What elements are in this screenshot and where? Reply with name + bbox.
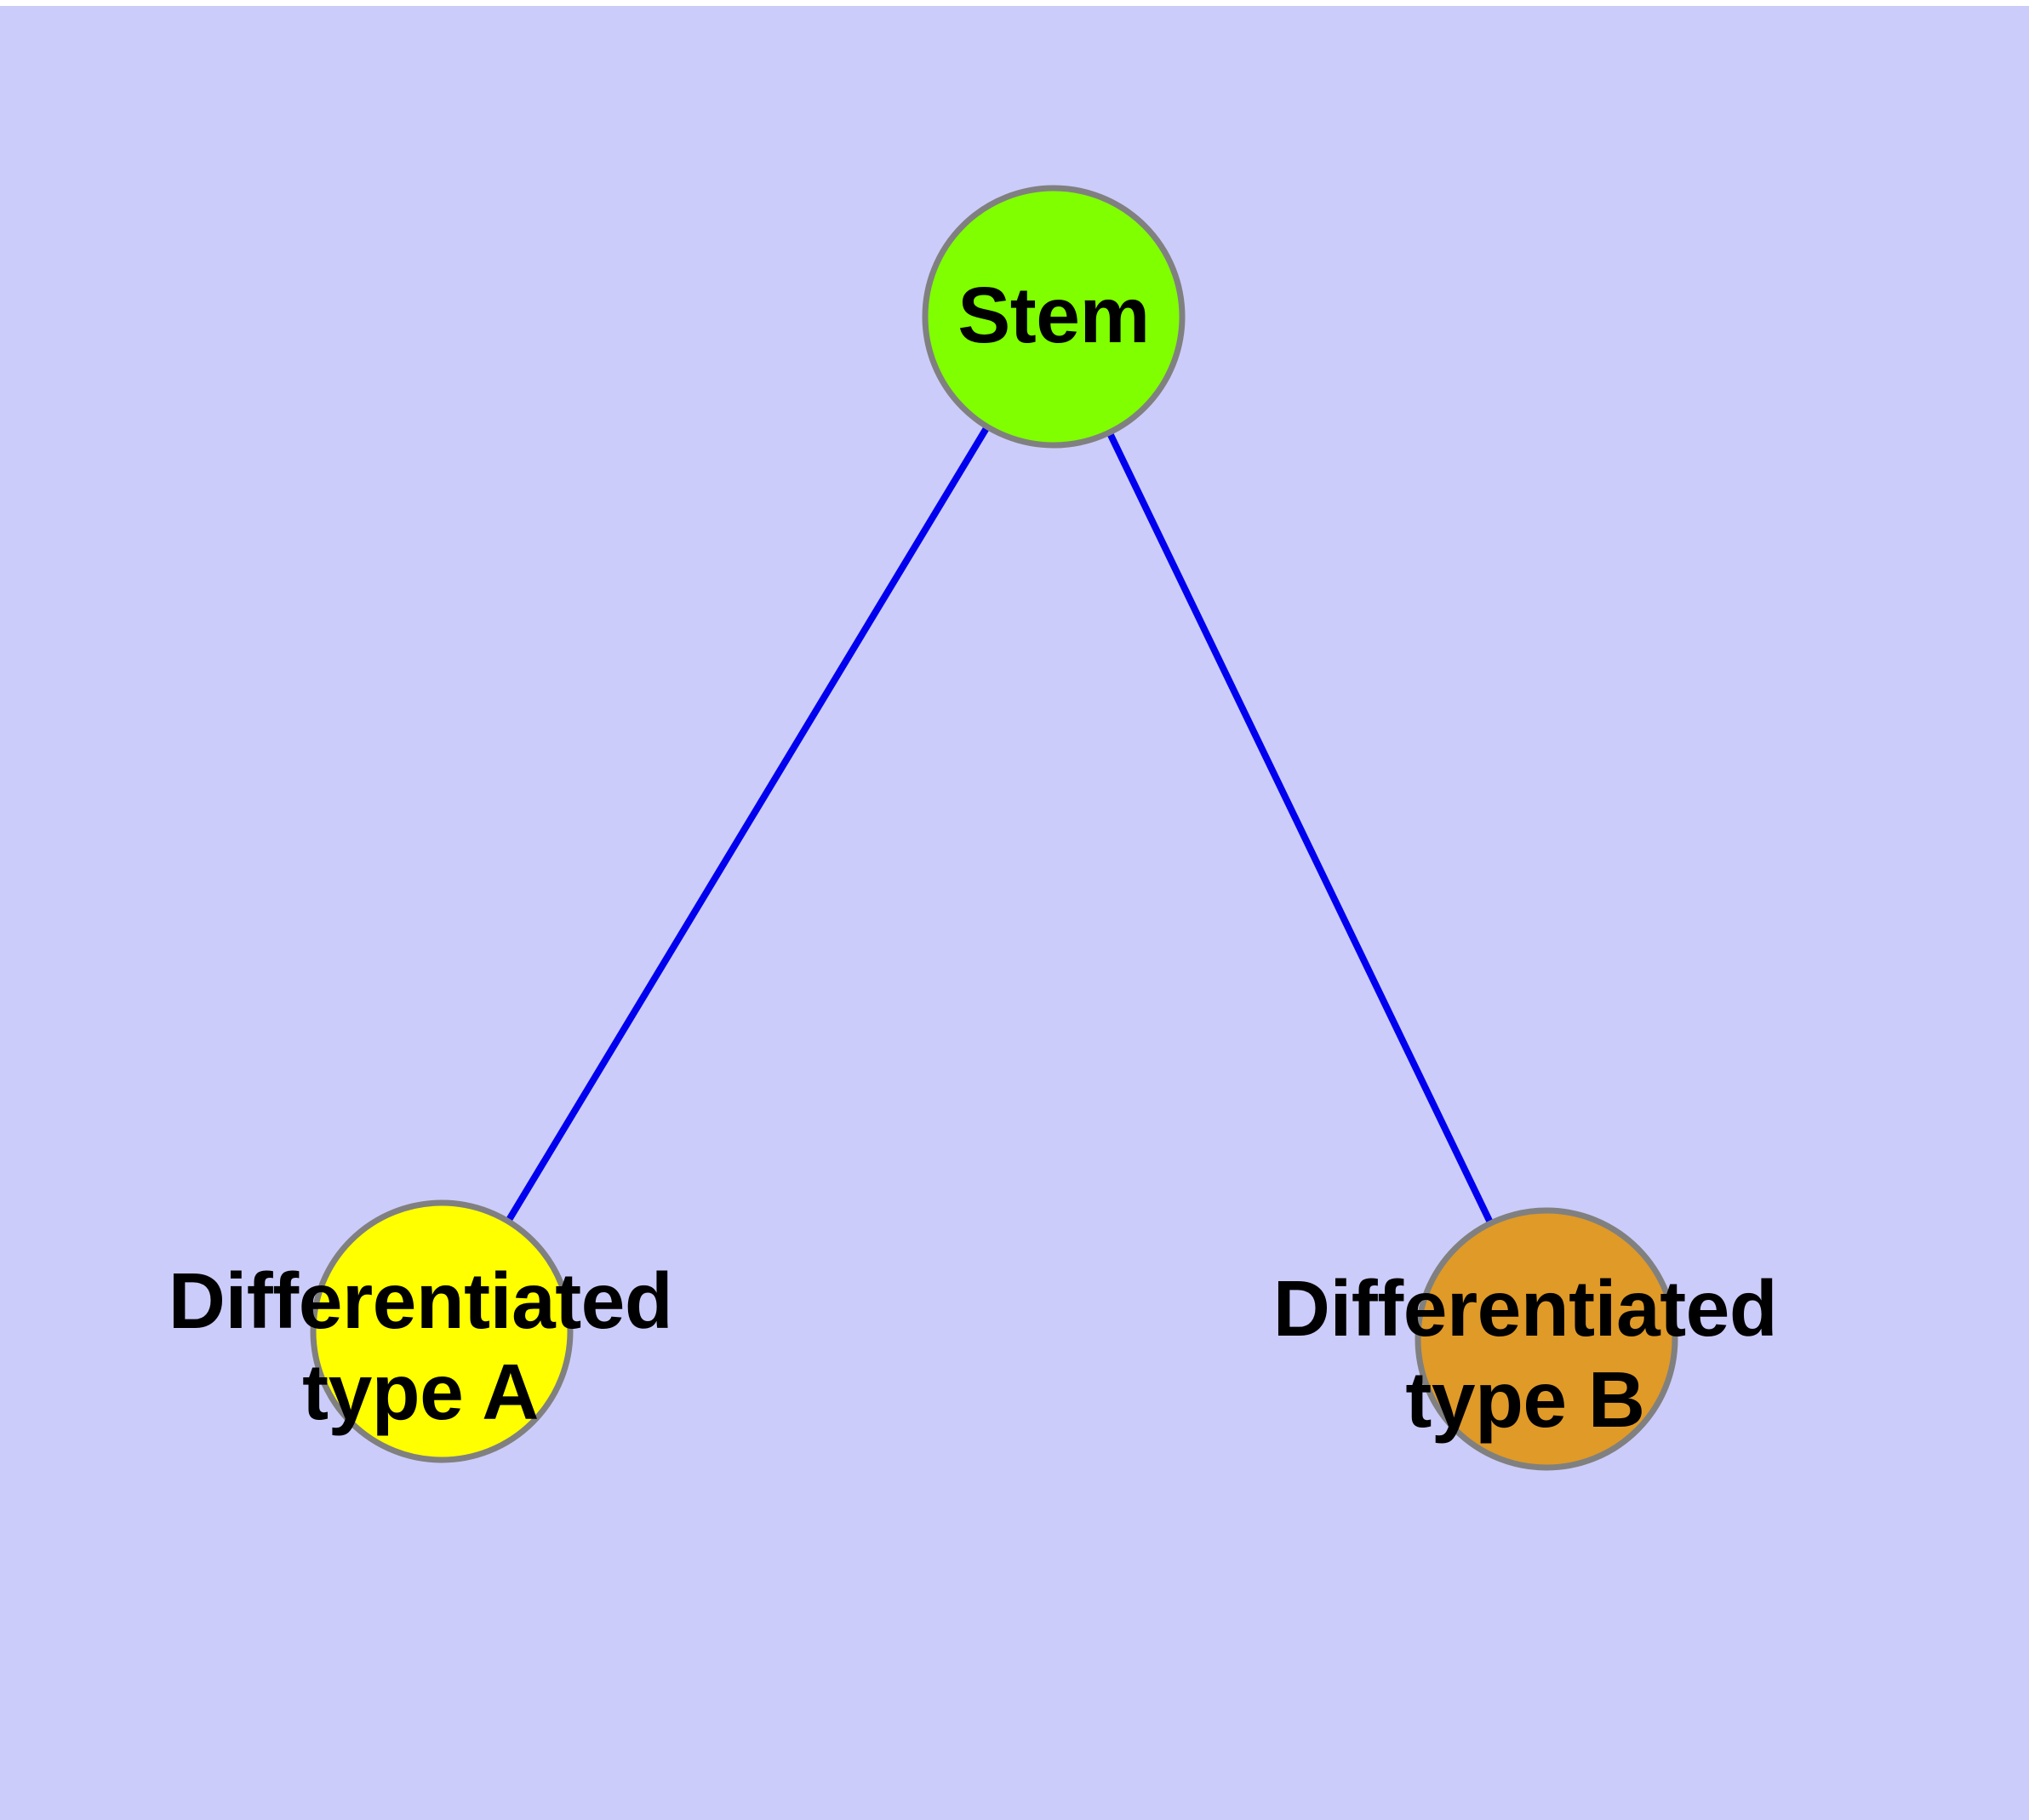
edge-layer	[438, 314, 1550, 1341]
node-stem[interactable]	[922, 185, 1186, 449]
node-diff-a[interactable]	[310, 1199, 574, 1463]
edge-stem-to-diff-b	[1050, 315, 1550, 1341]
graph-svg	[310, 185, 1678, 1471]
node-layer	[310, 185, 1678, 1471]
node-diff-b[interactable]	[1415, 1207, 1678, 1471]
edge-stem-to-diff-a	[438, 314, 1057, 1334]
